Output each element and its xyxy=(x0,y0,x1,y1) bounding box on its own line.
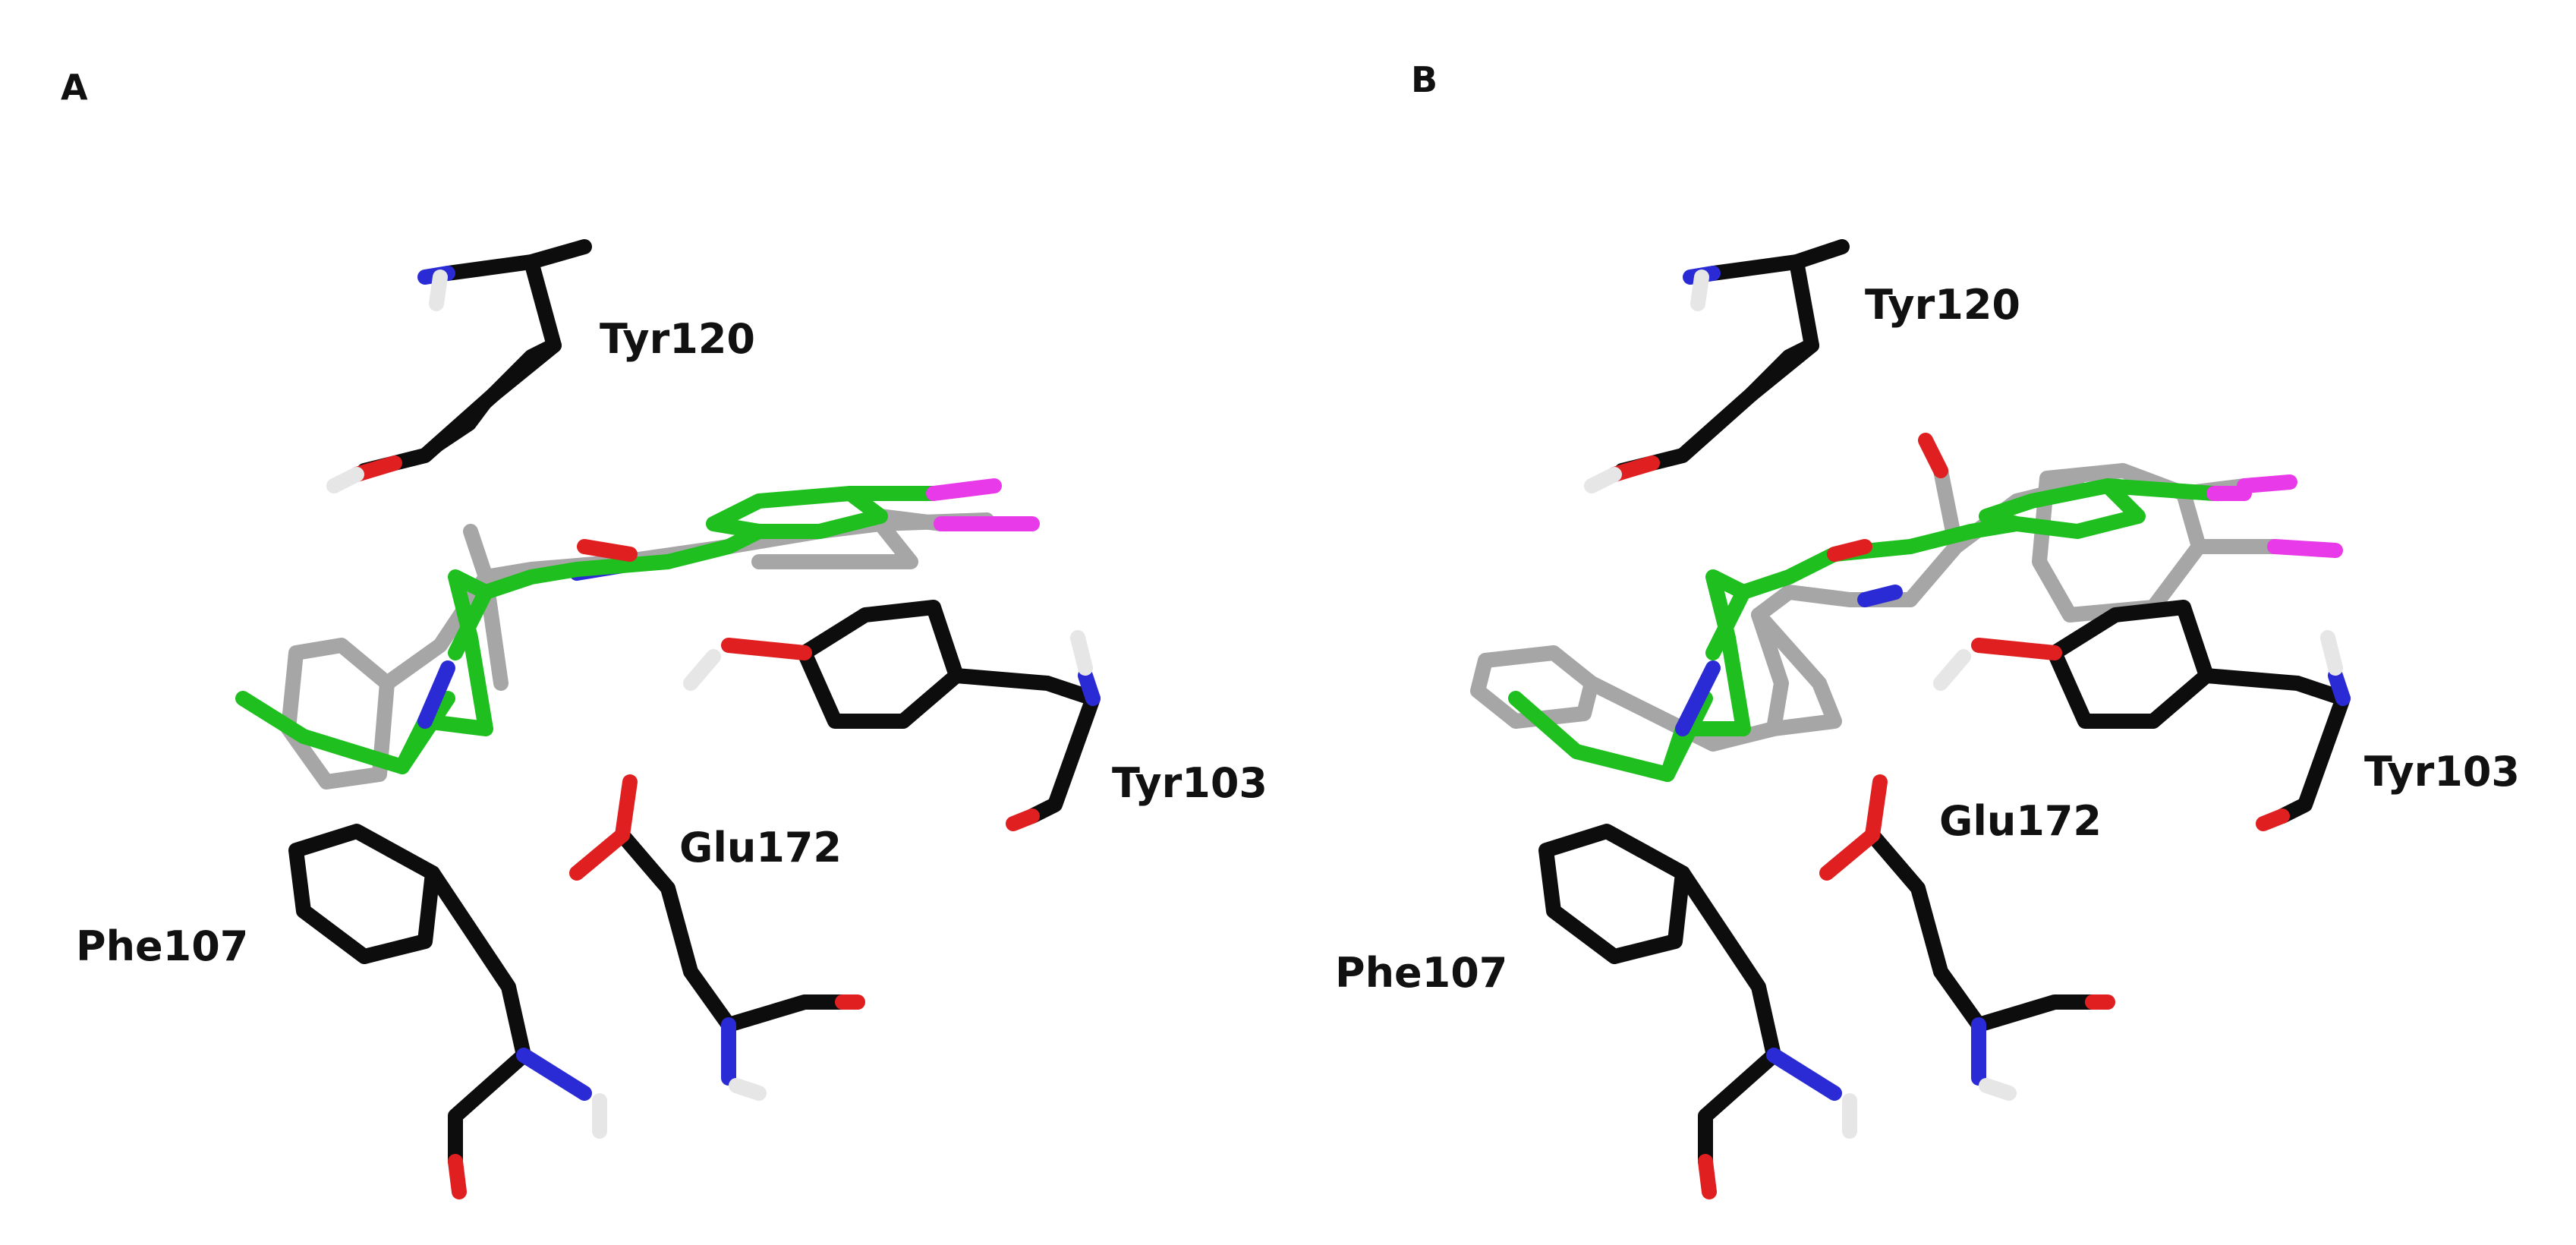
label-tyr103: Tyr103 xyxy=(1112,759,1268,807)
ligand-gray xyxy=(281,509,994,790)
ligand-green xyxy=(235,478,1040,774)
residue-tyr120 xyxy=(1584,239,1850,493)
panel-b: B xyxy=(1288,0,2576,1245)
molecule-view xyxy=(235,239,1101,1199)
label-glu172: Glu172 xyxy=(679,824,842,872)
label-tyr103: Tyr103 xyxy=(2364,748,2520,796)
residue-tyr120 xyxy=(326,239,592,493)
label-tyr120: Tyr120 xyxy=(1865,281,2020,329)
molecule-view xyxy=(1470,239,2351,1199)
label-tyr120: Tyr120 xyxy=(600,315,755,363)
residue-phe107 xyxy=(1538,824,1857,1199)
residue-glu172 xyxy=(1819,774,2115,1101)
residue-glu172 xyxy=(569,774,865,1101)
label-phe107: Phe107 xyxy=(76,922,249,970)
panel-letter: B xyxy=(1411,59,1438,100)
panel-letter: A xyxy=(61,67,88,108)
label-glu172: Glu172 xyxy=(1939,797,2102,845)
residue-tyr103 xyxy=(1933,600,2351,831)
residue-phe107 xyxy=(288,824,607,1199)
ligand-green xyxy=(1508,478,2252,782)
residue-tyr103 xyxy=(683,600,1101,831)
panel-a: A xyxy=(61,67,1268,1199)
label-phe107: Phe107 xyxy=(1335,949,1508,997)
